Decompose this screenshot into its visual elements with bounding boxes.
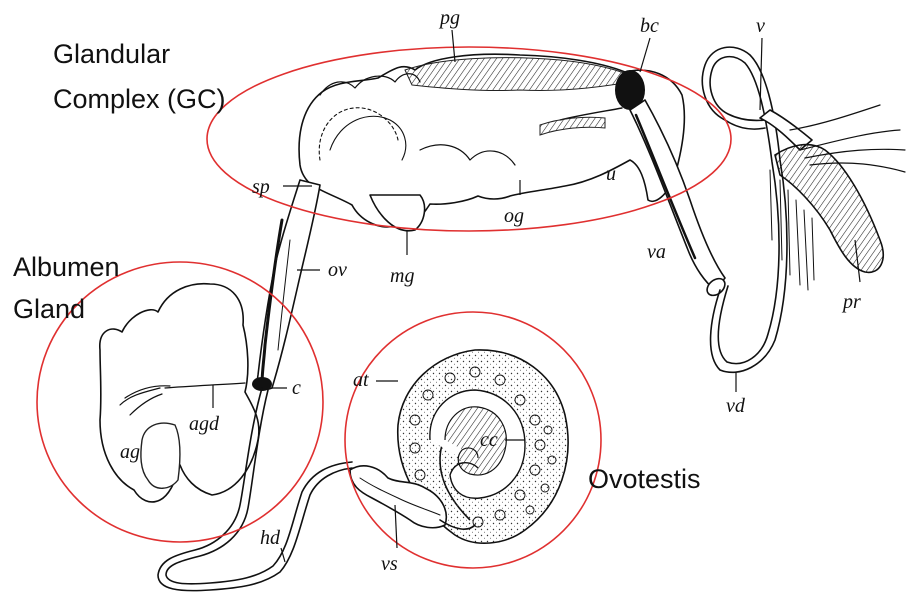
albumen-gland-drawing bbox=[100, 284, 352, 591]
label-bc: bc bbox=[640, 15, 659, 37]
albumen-gland-label-line1: Albumen bbox=[13, 252, 120, 282]
vas-deferens-drawing bbox=[702, 47, 905, 372]
label-u: u bbox=[606, 163, 616, 185]
glandular-complex-label-line2: Complex (GC) bbox=[53, 84, 226, 114]
label-og: og bbox=[504, 205, 524, 227]
label-mg: mg bbox=[390, 265, 414, 287]
label-agd: agd bbox=[189, 413, 220, 435]
label-v: v bbox=[756, 15, 765, 37]
label-pg: pg bbox=[438, 7, 460, 29]
ovotestis-drawing bbox=[350, 350, 568, 543]
label-c: c bbox=[292, 377, 301, 399]
label-pr: pr bbox=[841, 291, 861, 313]
glandular-complex-label-line1: Glandular bbox=[53, 39, 170, 69]
label-cc: cc bbox=[480, 429, 498, 451]
label-ov: ov bbox=[328, 259, 347, 281]
label-at: at bbox=[353, 369, 369, 391]
label-vs: vs bbox=[381, 553, 398, 575]
label-ag: ag bbox=[120, 441, 140, 463]
albumen-gland-label-line2: Gland bbox=[13, 294, 85, 324]
label-va: va bbox=[647, 241, 666, 263]
label-vd: vd bbox=[726, 395, 746, 417]
ovotestis-label: Ovotestis bbox=[588, 464, 701, 494]
label-hd: hd bbox=[260, 527, 281, 549]
label-sp: sp bbox=[252, 176, 270, 198]
